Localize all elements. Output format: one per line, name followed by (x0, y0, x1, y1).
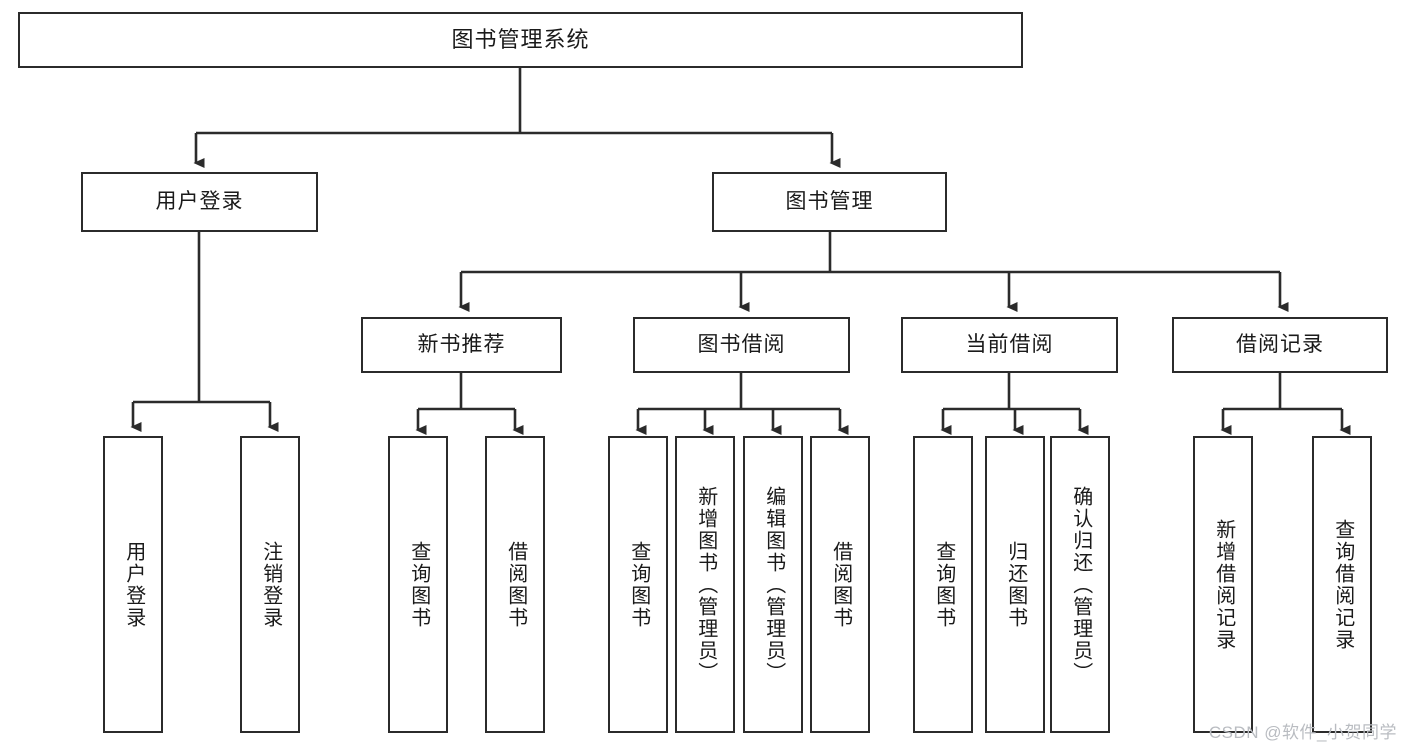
leaf-confirm-return[interactable]: 确认归还（管理员） (1050, 436, 1110, 733)
leaf-add-book-label: 新增图书（管理员） (694, 485, 717, 684)
node-new-book-recommend-label: 新书推荐 (417, 332, 506, 356)
node-book-manage[interactable]: 图书管理 (712, 172, 947, 232)
node-book-borrow[interactable]: 图书借阅 (633, 317, 850, 373)
watermark: CSDN @软件_小贺同学 (1208, 723, 1397, 742)
leaf-user-login-label: 用户登录 (122, 540, 145, 629)
leaf-query-record[interactable]: 查询借阅记录 (1312, 436, 1372, 733)
node-book-manage-label: 图书管理 (785, 189, 874, 213)
leaf-query-book-3-label: 查询图书 (932, 540, 955, 629)
leaf-borrow-book-1-label: 借阅图书 (504, 540, 527, 629)
leaf-user-login[interactable]: 用户登录 (103, 436, 163, 733)
leaf-logout[interactable]: 注销登录 (240, 436, 300, 733)
leaf-query-book-1[interactable]: 查询图书 (388, 436, 448, 733)
leaf-query-book-3[interactable]: 查询图书 (913, 436, 973, 733)
leaf-edit-book-label: 编辑图书（管理员） (762, 485, 785, 684)
node-root[interactable]: 图书管理系统 (18, 12, 1023, 68)
node-borrow-record[interactable]: 借阅记录 (1172, 317, 1388, 373)
leaf-return-book-label: 归还图书 (1004, 540, 1027, 629)
node-root-label: 图书管理系统 (451, 27, 590, 53)
leaf-confirm-return-label: 确认归还（管理员） (1069, 485, 1092, 684)
leaf-add-record-label: 新增借阅记录 (1212, 518, 1235, 651)
leaf-borrow-book-1[interactable]: 借阅图书 (485, 436, 545, 733)
leaf-query-book-2-label: 查询图书 (627, 540, 650, 629)
leaf-query-book-2[interactable]: 查询图书 (608, 436, 668, 733)
leaf-query-record-label: 查询借阅记录 (1331, 518, 1354, 651)
node-current-borrow[interactable]: 当前借阅 (901, 317, 1118, 373)
node-current-borrow-label: 当前借阅 (965, 332, 1054, 356)
leaf-add-book[interactable]: 新增图书（管理员） (675, 436, 735, 733)
node-borrow-record-label: 借阅记录 (1236, 332, 1324, 356)
leaf-query-book-1-label: 查询图书 (407, 540, 430, 629)
node-book-borrow-label: 图书借阅 (697, 332, 786, 356)
leaf-add-record[interactable]: 新增借阅记录 (1193, 436, 1253, 733)
leaf-logout-label: 注销登录 (259, 540, 282, 629)
leaf-borrow-book-2[interactable]: 借阅图书 (810, 436, 870, 733)
leaf-return-book[interactable]: 归还图书 (985, 436, 1045, 733)
node-user-login-label: 用户登录 (155, 189, 244, 213)
leaf-edit-book[interactable]: 编辑图书（管理员） (743, 436, 803, 733)
leaf-borrow-book-2-label: 借阅图书 (829, 540, 852, 629)
node-user-login[interactable]: 用户登录 (81, 172, 318, 232)
node-new-book-recommend[interactable]: 新书推荐 (361, 317, 562, 373)
